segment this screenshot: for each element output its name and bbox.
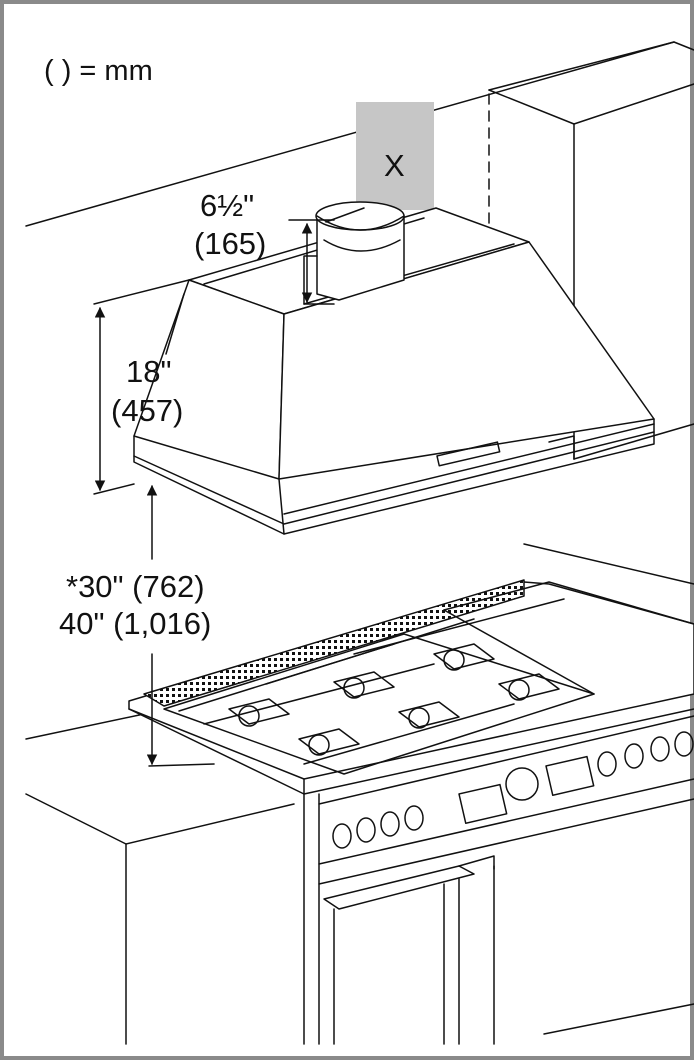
unit-legend: ( ) = mm bbox=[44, 55, 153, 87]
duct-collar bbox=[303, 201, 405, 305]
cooktop bbox=[128, 579, 694, 795]
mount-height-primary: *30" (762) bbox=[66, 569, 205, 604]
control-knobs bbox=[332, 731, 694, 849]
range-hood bbox=[133, 207, 655, 535]
dim-hood-height bbox=[93, 279, 190, 495]
duct-height-in: 6½" bbox=[200, 188, 254, 223]
counter-cabinet bbox=[25, 793, 295, 1045]
clearance-zone bbox=[356, 102, 434, 210]
mount-height-secondary: 40" (1,016) bbox=[59, 606, 211, 641]
burner-grates bbox=[228, 643, 560, 756]
dim-mount-height bbox=[146, 484, 215, 767]
hood-height-in: 18" bbox=[126, 354, 172, 389]
duct-height-mm: (165) bbox=[194, 226, 266, 261]
clearance-label: X bbox=[384, 148, 405, 183]
dim-duct-height bbox=[288, 219, 335, 304]
hood-height-mm: (457) bbox=[111, 393, 183, 428]
installation-diagram: ( ) = mm X 6½" (165) 18" (457) *30" (762… bbox=[25, 41, 694, 1045]
range-body bbox=[303, 715, 694, 1045]
